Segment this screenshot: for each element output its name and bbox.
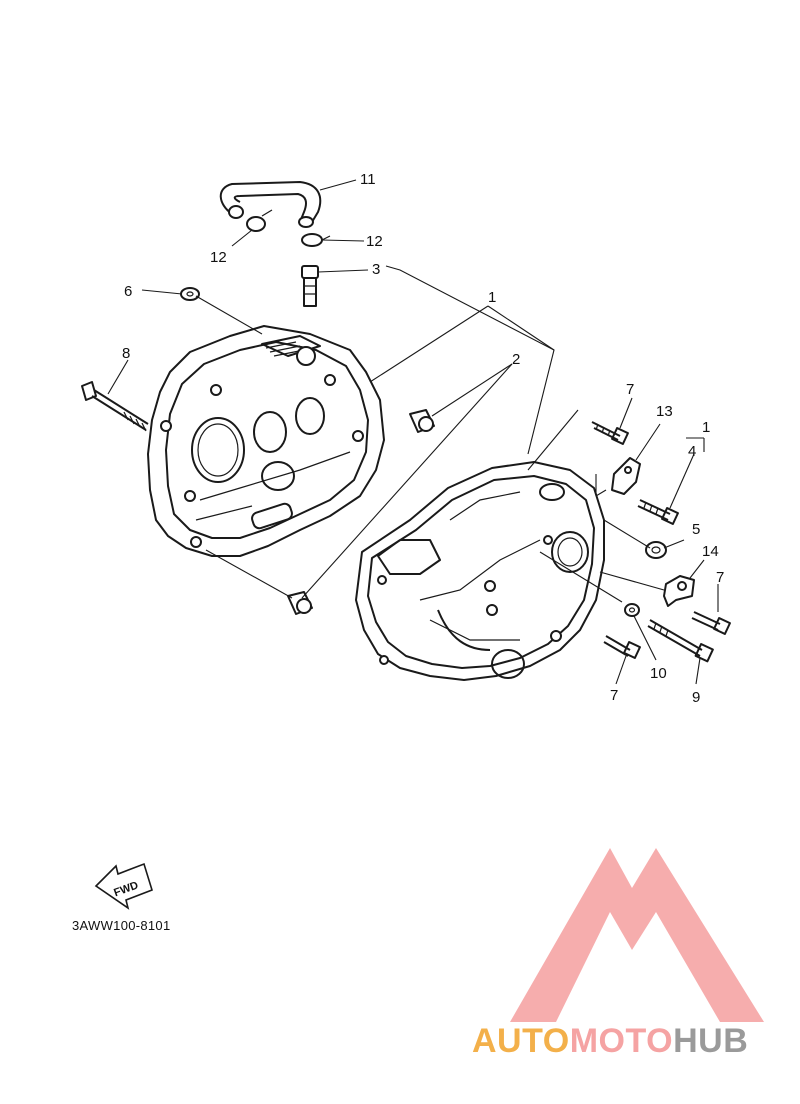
- breather-hose-part: [219, 181, 322, 228]
- bolt-7-bottom-part: [603, 635, 641, 659]
- watermark-logo-icon: [510, 848, 764, 1022]
- watermark-part-moto: MOTO: [569, 1022, 674, 1060]
- fwd-arrow-icon: FWD: [94, 862, 153, 910]
- callout-7-right: 7: [716, 569, 724, 586]
- washer-10-part: [624, 603, 640, 617]
- bolt-7-top-part: [591, 421, 629, 445]
- watermark-part-hub: HUB: [673, 1022, 749, 1060]
- watermark-brand: AUTOMOTOHUB: [472, 1022, 748, 1061]
- leader-lines: [107, 179, 719, 685]
- dowel-pin-lower-part: [287, 591, 313, 615]
- bracket-14-part: [663, 575, 695, 607]
- callout-10: 10: [650, 665, 667, 682]
- crankcase-right-part: [355, 461, 605, 681]
- breather-fitting-part: [301, 265, 319, 307]
- callout-12-right: 12: [366, 233, 383, 250]
- callout-13: 13: [656, 403, 673, 420]
- washer-5-part: [645, 541, 667, 559]
- callout-14: 14: [702, 543, 719, 560]
- watermark-part-auto: AUTO: [472, 1022, 570, 1060]
- callout-1-left: 1: [488, 289, 496, 306]
- callout-4: 4: [688, 443, 696, 460]
- crankcase-left-part: [147, 325, 385, 557]
- callout-5: 5: [692, 521, 700, 538]
- callout-2: 2: [512, 351, 520, 368]
- long-bolt-9-part: [647, 619, 714, 663]
- bracket-13-part: [611, 457, 641, 495]
- callout-1-right: 1: [702, 419, 710, 436]
- callout-7-bottom: 7: [610, 687, 618, 704]
- bolt-7-right-part: [691, 611, 731, 635]
- callout-7-top: 7: [626, 381, 634, 398]
- washer-6-part: [180, 287, 200, 301]
- callout-3: 3: [372, 261, 380, 278]
- bolt-4-part: [637, 499, 679, 525]
- diagram-code: 3AWW100-8101: [72, 918, 171, 933]
- callout-8: 8: [122, 345, 130, 362]
- callout-6: 6: [124, 283, 132, 300]
- callout-9: 9: [692, 689, 700, 706]
- dowel-pin-upper-part: [409, 409, 435, 433]
- hose-clip-left-part: [246, 209, 273, 232]
- callout-11: 11: [360, 171, 376, 188]
- callout-12-left: 12: [210, 249, 227, 266]
- long-bolt-8-part: [81, 381, 149, 432]
